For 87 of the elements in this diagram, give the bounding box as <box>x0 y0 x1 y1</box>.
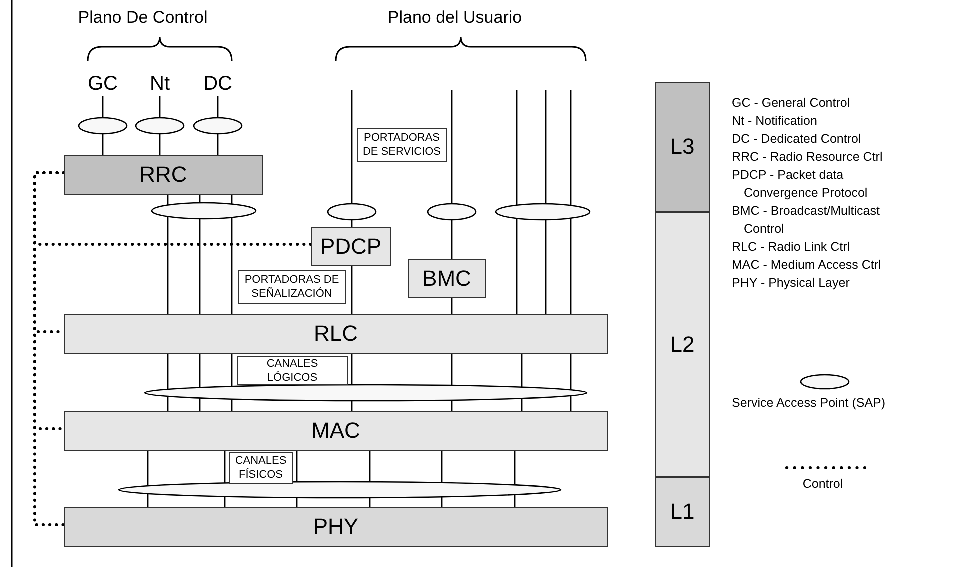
channel-line <box>217 134 219 155</box>
channel-line <box>102 96 104 118</box>
channel-line <box>451 298 453 314</box>
channel-line <box>369 451 371 482</box>
channel-line <box>224 496 226 507</box>
channel-line <box>167 354 169 390</box>
channel-label-box: CANALES LÓGICOS <box>237 356 348 385</box>
abbreviation-text: Nt - Notification <box>732 113 818 130</box>
protocol-layer-box: PDCP <box>311 227 391 266</box>
channel-line <box>516 90 518 206</box>
channel-line <box>199 218 201 314</box>
channel-line <box>351 400 353 411</box>
channel-line <box>167 216 169 314</box>
channel-line <box>147 494 149 507</box>
sap-ellipse <box>495 203 591 221</box>
sap-ellipse <box>118 481 562 499</box>
abbreviation-text: MAC - Medium Access Ctrl <box>732 257 882 274</box>
sap-ellipse <box>135 117 185 135</box>
abbreviation-text: RRC - Radio Resource Ctrl <box>732 149 884 166</box>
channel-line <box>351 266 353 314</box>
channel-line <box>516 218 518 314</box>
channel-name: GC <box>91 72 115 96</box>
channel-line <box>441 497 443 507</box>
plane-heading: Plano De Control <box>78 8 208 28</box>
channel-line <box>231 218 233 314</box>
channel-line <box>570 396 572 411</box>
channel-line <box>514 451 516 486</box>
dotted-control-line <box>34 172 66 526</box>
channel-line <box>217 96 219 118</box>
channel-line <box>231 354 233 387</box>
channel-line <box>545 90 547 204</box>
channel-line <box>570 354 572 390</box>
channel-line <box>224 451 226 484</box>
channel-name: DC <box>204 72 232 96</box>
layer-bar-segment: L2 <box>655 212 710 477</box>
sap-ellipse <box>327 203 377 221</box>
channel-line <box>451 400 453 411</box>
bearer-label-box: PORTADORAS DE SERVICIOS <box>357 128 447 162</box>
protocol-layer-box: BMC <box>408 259 486 298</box>
layer-bar-segment: L1 <box>655 477 710 547</box>
legend-text: Service Access Point (SAP) <box>732 396 886 410</box>
channel-line <box>351 354 353 386</box>
channel-line <box>521 398 523 411</box>
abbreviation-text: BMC - Broadcast/Multicast Control <box>732 203 881 238</box>
protocol-layer-box: PHY <box>64 507 608 547</box>
channel-line <box>199 398 201 411</box>
abbreviation-text: DC - Dedicated Control <box>732 131 862 148</box>
protocol-layer-box: RRC <box>64 155 263 195</box>
channel-line <box>570 90 572 206</box>
channel-line <box>159 134 161 155</box>
channel-line <box>451 220 453 259</box>
channel-line <box>514 494 516 507</box>
channel-line <box>167 195 169 206</box>
channel-name: Nt <box>148 72 172 96</box>
channel-line <box>351 90 353 204</box>
channel-line <box>545 220 547 314</box>
channel-line <box>296 498 298 507</box>
channel-line <box>451 354 453 386</box>
channel-line <box>159 96 161 118</box>
channel-line <box>199 354 201 388</box>
sap-ellipse <box>151 202 257 220</box>
channel-line <box>147 451 149 486</box>
channel-line <box>167 396 169 411</box>
abbreviation-text: PHY - Physical Layer <box>732 275 851 292</box>
bearer-label-box: PORTADORAS DE SEÑALIZACIÓN <box>238 270 346 304</box>
plane-heading: Plano del Usuario <box>388 8 522 28</box>
protocol-layer-box: RLC <box>64 314 608 354</box>
sap-ellipse <box>144 384 588 402</box>
channel-line <box>102 134 104 155</box>
sap-ellipse <box>78 117 128 135</box>
channel-line <box>451 90 453 204</box>
sap-ellipse <box>193 117 243 135</box>
channel-line <box>369 498 371 507</box>
layer-bar-segment: L3 <box>655 82 710 212</box>
channel-line <box>231 195 233 204</box>
channel-label-box: CANALES FÍSICOS <box>229 452 293 484</box>
abbreviation-text: RLC - Radio Link Ctrl <box>732 239 852 256</box>
channel-line <box>441 451 443 483</box>
channel-line <box>296 451 298 482</box>
channel-line <box>570 218 572 314</box>
legend-text: Control <box>802 477 844 491</box>
protocol-layer-box: MAC <box>64 411 608 451</box>
sap-ellipse <box>427 203 477 221</box>
channel-line <box>231 399 233 411</box>
abbreviation-text: GC - General Control <box>732 95 852 112</box>
abbreviation-text: PDCP - Packet data Convergence Protocol <box>732 167 869 202</box>
channel-line <box>521 354 523 388</box>
